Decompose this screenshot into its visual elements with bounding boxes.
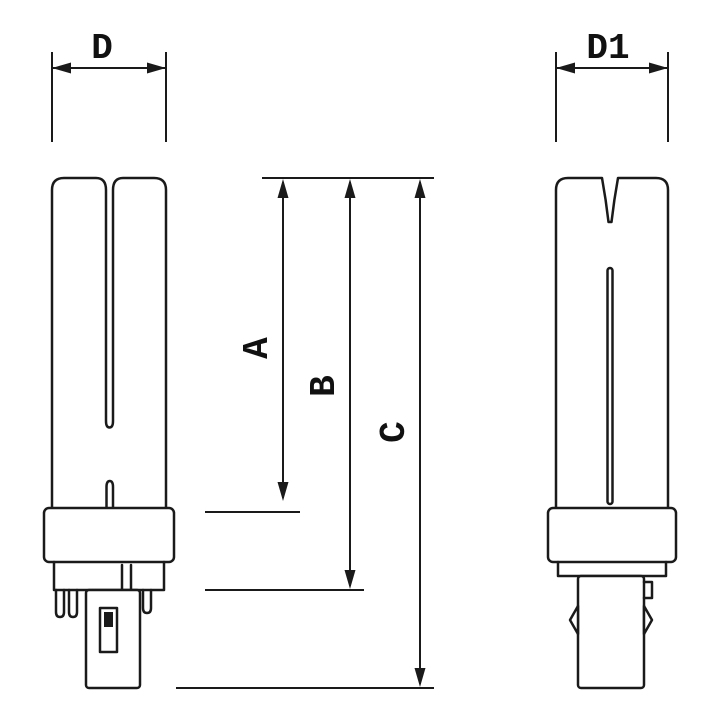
dimension-b: B <box>205 179 364 591</box>
dim-b-label: B <box>304 375 345 397</box>
front-base-block <box>84 588 142 690</box>
dim-a-arrow-bottom <box>277 482 289 501</box>
dim-d1-label: D1 <box>586 28 629 69</box>
dim-d1-arrow-right <box>649 62 668 74</box>
dim-c-label: C <box>374 421 415 443</box>
side-cap-skirt <box>556 560 668 578</box>
dimension-c: C <box>176 179 434 689</box>
front-pin-1 <box>54 588 66 619</box>
side-seam-slot <box>606 266 614 506</box>
front-view <box>42 176 176 690</box>
dim-c-arrow-top <box>414 179 426 198</box>
dim-b-arrow-bottom <box>344 570 356 589</box>
dim-a-label: A <box>237 337 278 359</box>
front-cap-skirt <box>52 560 166 592</box>
side-clip-left <box>568 604 580 636</box>
dimension-d: D <box>51 28 167 142</box>
front-base-contact <box>104 612 113 627</box>
side-base-block <box>576 574 646 690</box>
dim-d1-arrow-left <box>556 62 575 74</box>
dim-d-arrow-right <box>147 62 166 74</box>
side-view <box>546 176 678 690</box>
front-pin-2 <box>67 588 79 619</box>
dim-a-arrow-top <box>277 179 289 198</box>
front-tube-outline <box>50 176 168 510</box>
side-tube-outline <box>554 176 670 510</box>
front-lower-slot <box>105 479 115 510</box>
front-pin-3 <box>141 588 153 615</box>
side-cap <box>546 506 678 564</box>
side-base-stub <box>642 580 654 600</box>
side-clip-right <box>642 604 654 636</box>
dim-c-arrow-bottom <box>414 668 426 687</box>
dimension-a: A <box>205 179 300 513</box>
dim-d-label: D <box>91 28 113 69</box>
front-cap <box>42 506 176 564</box>
dim-b-arrow-top <box>344 179 356 198</box>
dim-d-arrow-left <box>52 62 71 74</box>
front-base-window <box>98 606 119 654</box>
dimension-d1: D1 <box>555 28 669 142</box>
